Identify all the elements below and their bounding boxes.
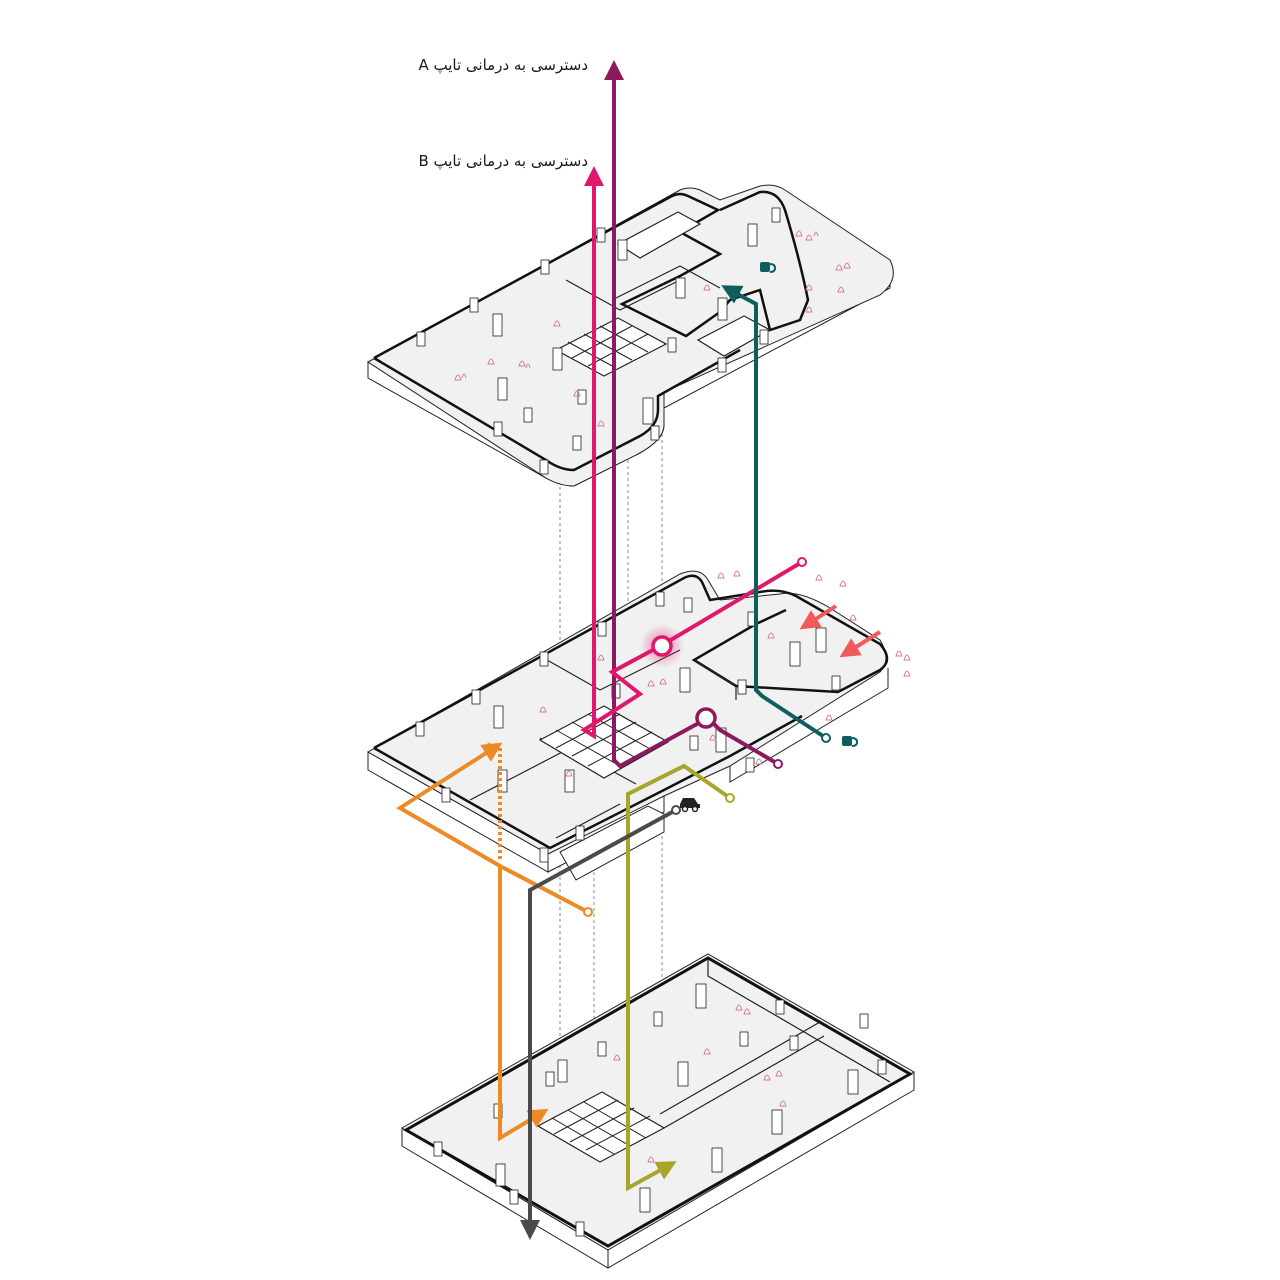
top-floor-slab [368,185,893,486]
bottom-floor-slab [402,954,914,1268]
olive-path-start-dot [726,794,734,802]
car-icon [680,798,700,812]
car-path-start-dot [672,806,680,814]
orange-path-start-dot [584,908,592,916]
cup-icon [842,736,857,746]
label-access-type-b: دسترسی به درمانی تایپ B [418,152,588,170]
clock-icon [697,709,715,727]
clock-icon [653,637,671,655]
label-access-type-a: دسترسی به درمانی تایپ A [418,56,588,74]
cafe-path-start-dot [822,734,830,742]
path-b-start-dot [798,558,806,566]
path-a-start-dot [774,760,782,768]
